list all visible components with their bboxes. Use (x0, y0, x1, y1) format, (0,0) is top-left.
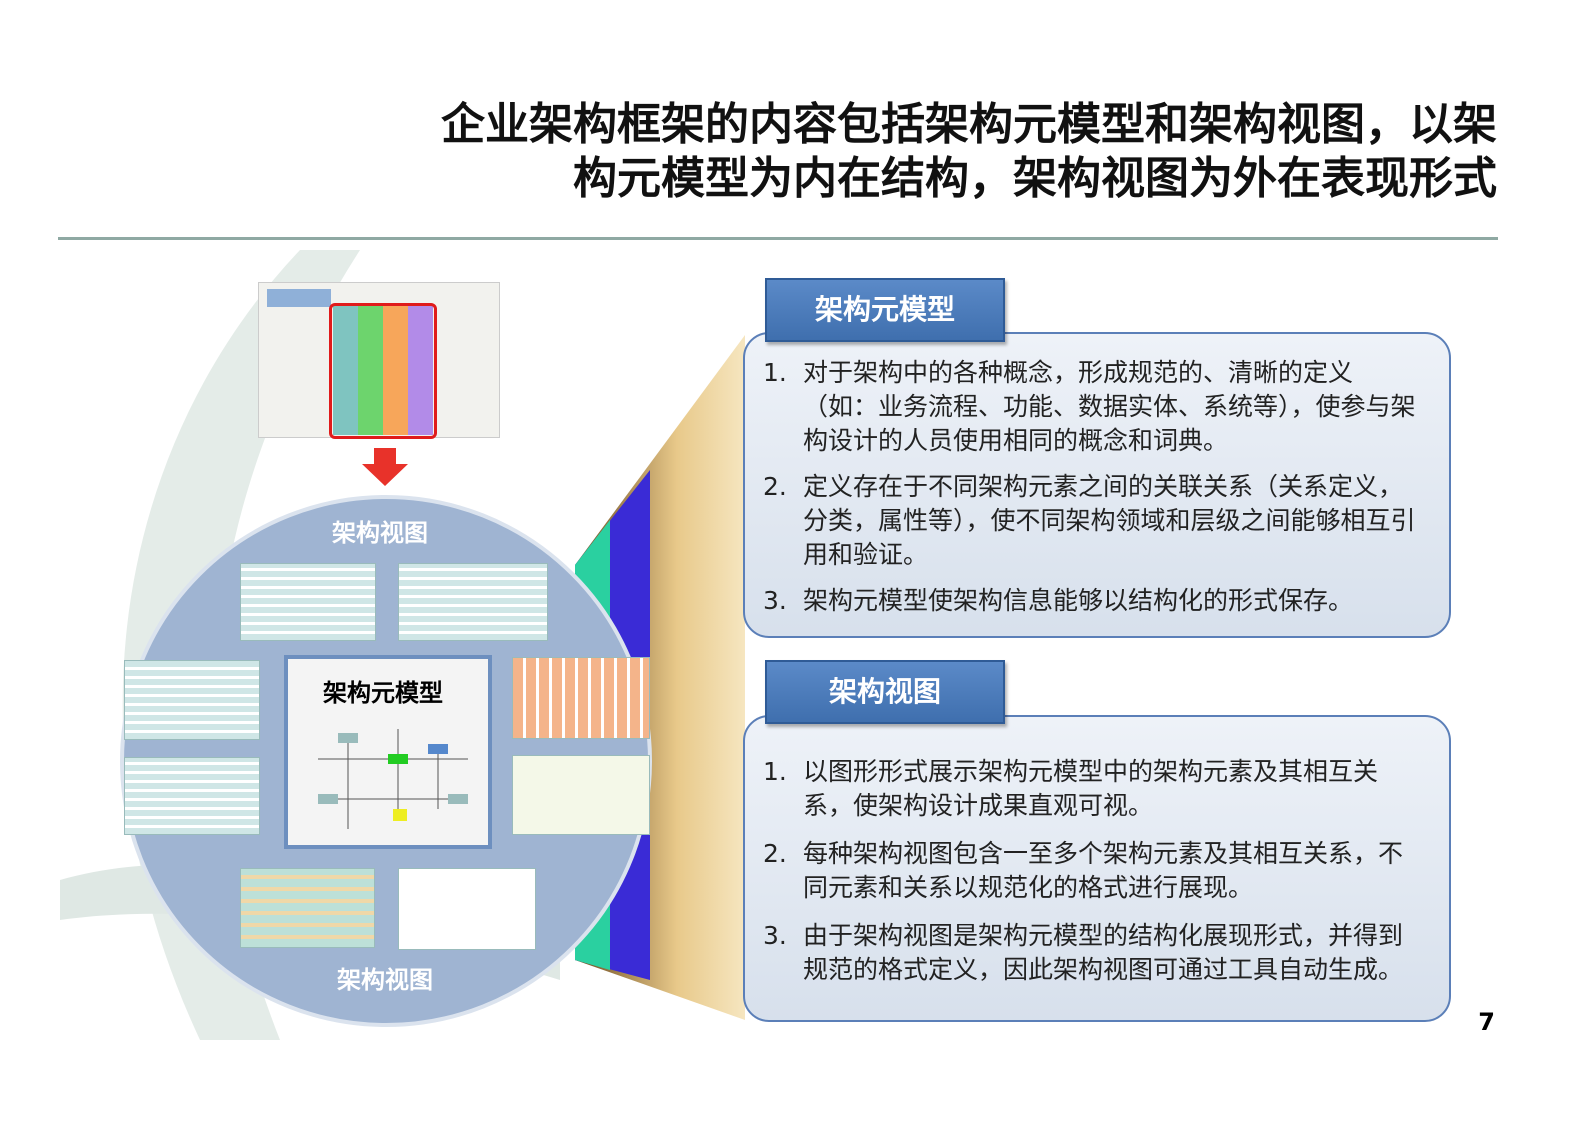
metamodel-thumbnail (258, 282, 500, 439)
view-thumbnail (124, 660, 260, 740)
metamodel-panel: 1. 对于架构中的各种概念，形成规范的、清晰的定义（如：业务流程、功能、数据实体、… (743, 332, 1451, 638)
view-thumbnail (398, 868, 536, 950)
view-tab: 架构视图 (765, 660, 1005, 724)
title-line-2: 构元模型为内在结构，架构视图为外在表现形式 (573, 153, 1497, 204)
metamodel-tab: 架构元模型 (765, 278, 1005, 342)
item-number: 2. (763, 472, 787, 501)
list-item: 3. 架构元模型使架构信息能够以结构化的形式保存。 (763, 584, 1427, 618)
list-item: 3. 由于架构视图是架构元模型的结构化展现形式，并得到规范的格式定义，因此架构视图… (763, 919, 1427, 987)
view-panel: 1.以图形形式展示架构元模型中的架构元素及其相互关系，使架构设计成果直观可视。 … (743, 715, 1451, 1022)
thumb-column (358, 305, 383, 435)
view-thumbnail (124, 757, 260, 835)
item-number: 1. (763, 358, 787, 387)
item-text: 架构元模型使架构信息能够以结构化的形式保存。 (803, 586, 1354, 615)
item-number: 3. (763, 586, 787, 615)
thumb-column (333, 305, 358, 435)
item-text: 以图形形式展示架构元模型中的架构元素及其相互关系，使架构设计成果直观可视。 (803, 757, 1379, 820)
circle-bottom-label: 架构视图 (337, 966, 433, 994)
thumb-column (383, 305, 408, 435)
title-line-1: 企业架构框架的内容包括架构元模型和架构视图，以架 (441, 99, 1497, 150)
item-number: 3. (763, 921, 787, 950)
page-title: 企业架构框架的内容包括架构元模型和架构视图，以架 构元模型为内在结构，架构视图为… (297, 98, 1497, 206)
list-item: 1. 对于架构中的各种概念，形成规范的、清晰的定义（如：业务流程、功能、数据实体、… (763, 356, 1427, 458)
highlight-frame (329, 303, 437, 439)
list-item: 1. 以图形形式展示架构元模型中的架构元素及其相互关系，使架构设计成果直观可视。 (763, 755, 1427, 823)
item-text: 由于架构视图是架构元模型的结构化展现形式，并得到规范的格式定义，因此架构视图可通… (803, 921, 1404, 984)
list-item: 2. 每种架构视图包含一至多个架构元素及其相互关系，不同元素和关系以规范化的格式进… (763, 837, 1427, 905)
view-thumbnail (398, 563, 548, 641)
item-text: 定义存在于不同架构元素之间的关联关系（关系定义，分类，属性等），使不同架构领域和… (803, 472, 1416, 569)
circle-top-label: 架构视图 (332, 519, 428, 547)
list-item: 2. 定义存在于不同架构元素之间的关联关系（关系定义，分类，属性等），使不同架构领… (763, 470, 1427, 572)
item-number: 2. (763, 839, 787, 868)
divider (58, 237, 1498, 240)
item-number: 1. (763, 757, 787, 786)
center-metamodel-box: 架构元模型 (284, 655, 492, 849)
view-thumbnail (512, 755, 650, 835)
down-arrow-icon (362, 448, 408, 486)
item-text: 对于架构中的各种概念，形成规范的、清晰的定义（如：业务流程、功能、数据实体、系统… (803, 358, 1416, 455)
item-text: 每种架构视图包含一至多个架构元素及其相互关系，不同元素和关系以规范化的格式进行展… (803, 839, 1404, 902)
thumb-header (267, 289, 331, 307)
thumb-column (408, 305, 433, 435)
view-thumbnail (240, 563, 376, 641)
metamodel-graph (318, 729, 468, 829)
view-thumbnail (240, 868, 375, 948)
page-number: 7 (1478, 1008, 1495, 1036)
view-thumbnail (512, 657, 650, 739)
center-label: 架构元模型 (323, 679, 443, 707)
